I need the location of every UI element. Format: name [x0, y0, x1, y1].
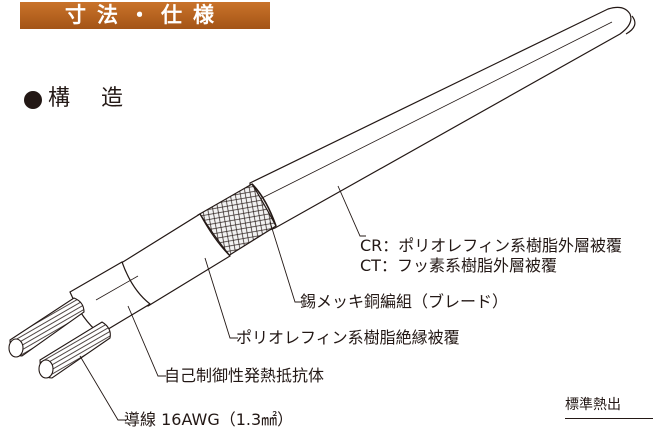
section-title: 構 造 — [48, 86, 135, 111]
conductor-lower — [38, 321, 111, 379]
section-bullet-icon — [24, 91, 42, 109]
label-ct-outer-sheath: CT：フッ素系樹脂外層被覆 — [360, 256, 557, 275]
header-bar: 寸法・仕様 — [20, 2, 270, 29]
label-cr-outer-sheath: CR：ポリオレフィン系樹脂外層被覆 — [360, 236, 622, 255]
leader-lines — [79, 185, 366, 421]
conductor-upper — [8, 297, 85, 358]
label-heating-element: 自己制御性発熱抵抗体 — [164, 366, 325, 385]
header-title: 寸法・仕様 — [65, 3, 225, 27]
label-insulation: ポリオレフィン系樹脂絶縁被覆 — [236, 328, 460, 347]
standard-heat-output-rule — [565, 418, 653, 419]
standard-heat-output-label: 標準熱出 — [565, 397, 621, 413]
label-braid: 錫メッキ銅編組（ブレード） — [300, 292, 509, 311]
label-conductor: 導線 16AWG（1.3㎟） — [124, 410, 294, 429]
outer-jacket — [249, 6, 636, 231]
